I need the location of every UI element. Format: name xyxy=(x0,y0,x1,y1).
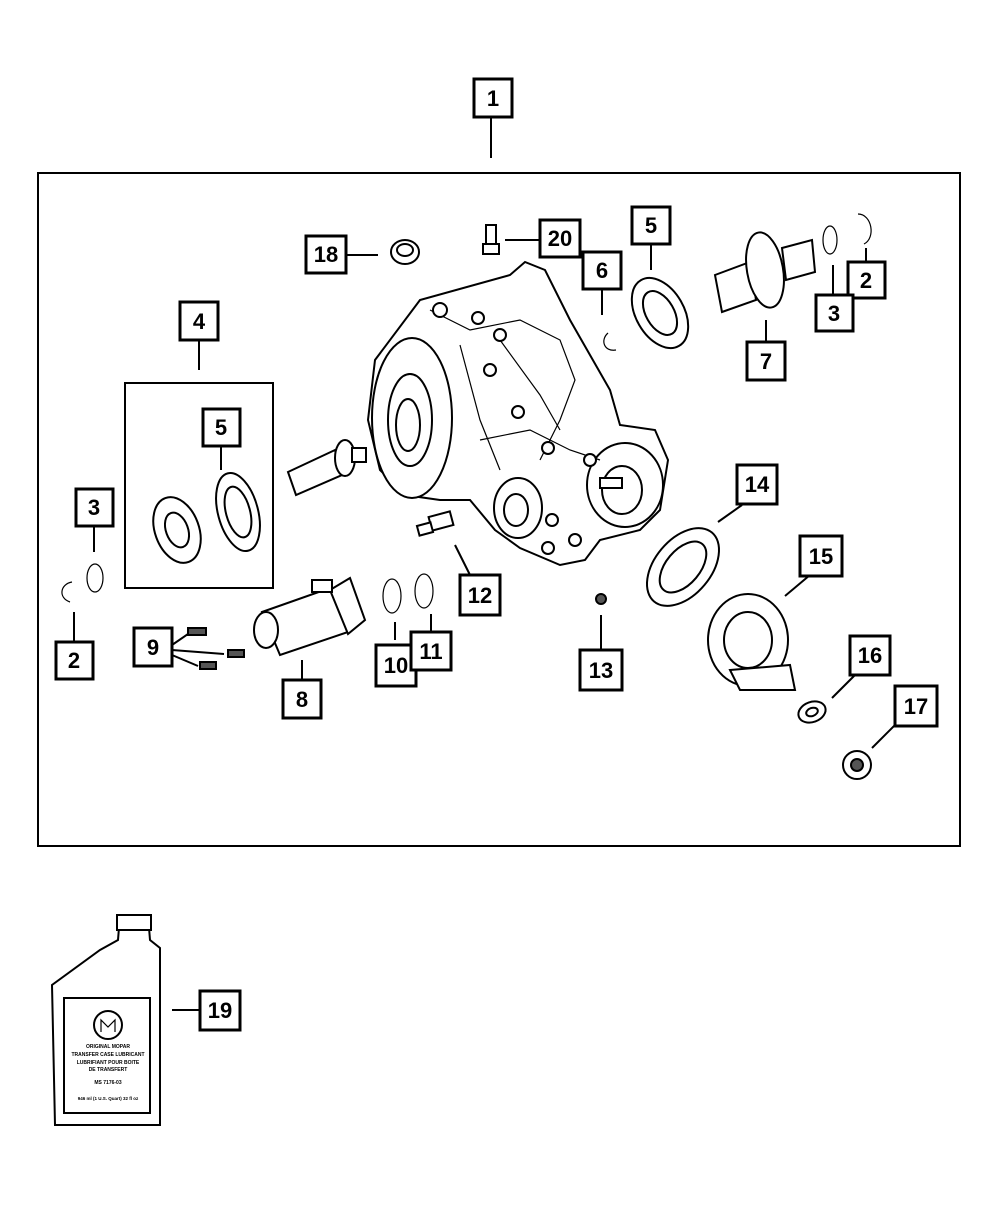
input-shaft xyxy=(286,439,367,497)
callout-4: 4 xyxy=(178,300,220,342)
lubricant-bottle xyxy=(50,914,161,1126)
callout-3-right: 3 xyxy=(814,293,855,333)
svg-text:9: 9 xyxy=(147,635,159,660)
fill-plug xyxy=(390,239,420,265)
washer xyxy=(797,700,827,724)
callout-9: 9 xyxy=(132,626,174,668)
bearing-left xyxy=(152,496,202,564)
callout-5-left: 5 xyxy=(201,407,242,448)
svg-text:7: 7 xyxy=(760,349,772,374)
svg-text:18: 18 xyxy=(314,242,338,267)
callout-14: 14 xyxy=(735,463,779,506)
callout-13: 13 xyxy=(578,648,624,692)
snap-ring-far-right xyxy=(857,213,872,245)
drain-plug xyxy=(595,593,607,605)
svg-text:3: 3 xyxy=(88,495,100,520)
bottle-text-5: MS 7176-03 xyxy=(94,1080,121,1086)
svg-text:12: 12 xyxy=(468,583,492,608)
callout-17: 17 xyxy=(893,684,939,728)
output-shaft xyxy=(713,231,817,314)
output-seal xyxy=(645,527,721,607)
o-ring-right xyxy=(822,225,838,255)
svg-text:17: 17 xyxy=(904,694,928,719)
svg-text:16: 16 xyxy=(858,643,882,668)
callout-6: 6 xyxy=(581,250,623,291)
callout-11: 11 xyxy=(409,630,453,672)
svg-text:14: 14 xyxy=(745,472,770,497)
svg-text:6: 6 xyxy=(596,258,608,283)
bearing-kit-box xyxy=(124,382,274,589)
svg-text:11: 11 xyxy=(419,639,442,664)
bottle-text-6: 946 ml (1 U.S. Quart) 32 fl oz xyxy=(78,1096,139,1101)
svg-text:13: 13 xyxy=(589,658,613,683)
snap-ring-far-left xyxy=(61,581,73,603)
sensor xyxy=(415,510,455,537)
flange-nut xyxy=(842,750,872,780)
assembly-frame xyxy=(37,172,961,847)
transfer-case-housing xyxy=(366,260,670,567)
callout-15: 15 xyxy=(798,534,844,578)
svg-text:5: 5 xyxy=(645,213,657,238)
callout-7: 7 xyxy=(745,340,787,382)
svg-text:2: 2 xyxy=(860,268,872,293)
callout-20: 20 xyxy=(538,218,582,259)
callout-5-right: 5 xyxy=(630,205,672,246)
svg-text:10: 10 xyxy=(384,653,408,678)
seal-left xyxy=(215,472,261,552)
callout-16: 16 xyxy=(848,634,892,677)
callout-3-left: 3 xyxy=(74,487,115,528)
companion-flange xyxy=(707,593,797,691)
bottle-text-1: ORIGINAL MOPAR xyxy=(86,1044,130,1050)
callout-2-left: 2 xyxy=(54,640,95,681)
svg-text:3: 3 xyxy=(828,301,840,326)
callout-12: 12 xyxy=(458,573,502,617)
svg-text:1: 1 xyxy=(487,86,499,111)
callout-1: 1 xyxy=(472,77,514,119)
vent-bolt xyxy=(482,224,500,255)
svg-text:2: 2 xyxy=(68,648,80,673)
bearing-right xyxy=(630,276,690,350)
motor-screws xyxy=(187,627,245,670)
svg-text:8: 8 xyxy=(296,687,308,712)
callout-8: 8 xyxy=(281,678,323,720)
bottle-text-4: DE TRANSFERT xyxy=(89,1067,128,1073)
callout-19: 19 xyxy=(198,989,242,1032)
svg-text:4: 4 xyxy=(193,309,206,334)
snap-ring-right xyxy=(603,332,617,351)
callout-18: 18 xyxy=(304,234,348,275)
o-ring-left xyxy=(86,563,104,593)
svg-text:15: 15 xyxy=(809,544,833,569)
svg-text:19: 19 xyxy=(208,998,232,1023)
bottle-text-3: LUBRIFIANT POUR BOITE xyxy=(77,1060,140,1066)
o-ring-11 xyxy=(414,573,434,609)
bottle-text-2: TRANSFER CASE LUBRICANT xyxy=(71,1052,144,1058)
callout-2-right: 2 xyxy=(846,260,887,300)
shift-motor xyxy=(253,576,367,657)
o-ring-10 xyxy=(382,578,402,614)
svg-text:5: 5 xyxy=(215,415,227,440)
svg-text:20: 20 xyxy=(548,226,572,251)
